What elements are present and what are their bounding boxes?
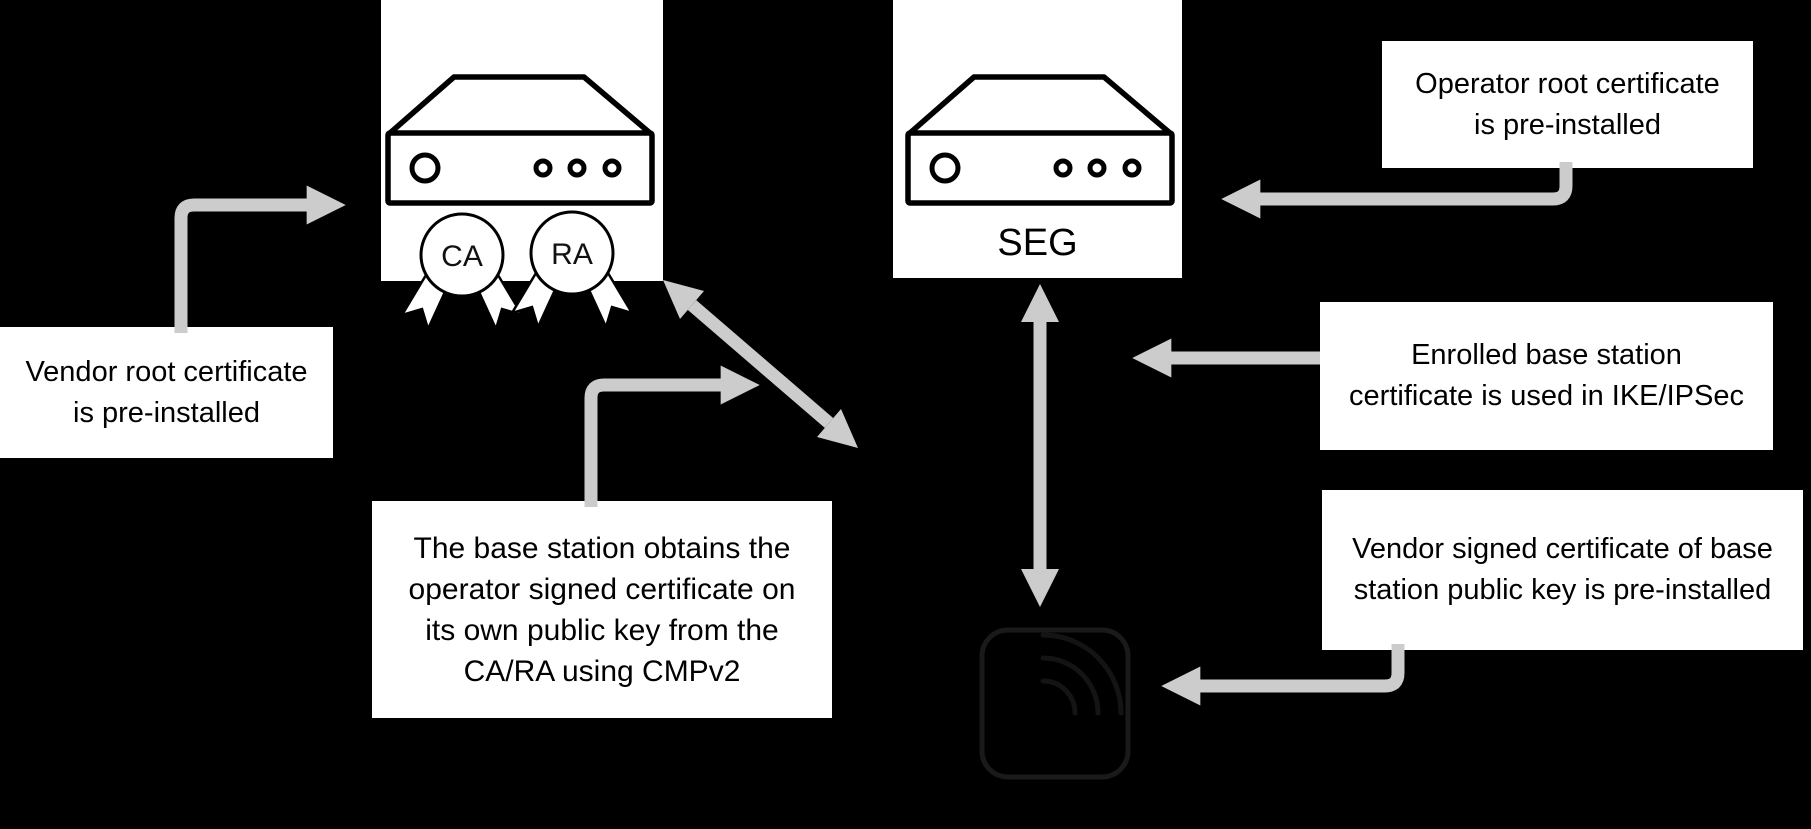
callout-cmpv2-enrollment: The base station obtains the operator si… [372,501,832,718]
base-station-icon [979,627,1131,780]
callout-ike-ipsec: Enrolled base station certificate is use… [1320,302,1773,450]
callout-vendor-root-certificate: Vendor root certificate is pre-installed [0,327,333,458]
callout-operator-root-certificate: Operator root certificate is pre-install… [1382,41,1753,168]
vertical-arrowhead-upper [1021,284,1059,322]
link-ca-ra-base-station-diagonal [687,300,834,428]
arrow-vendor-signed-to-base-station [1161,644,1405,706]
seg-label: SEG [997,222,1078,264]
ca-ra-server-panel [381,0,663,281]
arrow-vendor-root-to-ca-ra [174,185,346,333]
diagonal-arrowhead-upper [663,280,704,319]
vertical-arrowhead-lower [1021,569,1059,607]
arrow-cmpv2-to-link [584,365,760,507]
diagonal-arrowhead-lower [817,409,858,448]
callout-vendor-signed-certificate: Vendor signed certificate of base statio… [1322,490,1803,650]
